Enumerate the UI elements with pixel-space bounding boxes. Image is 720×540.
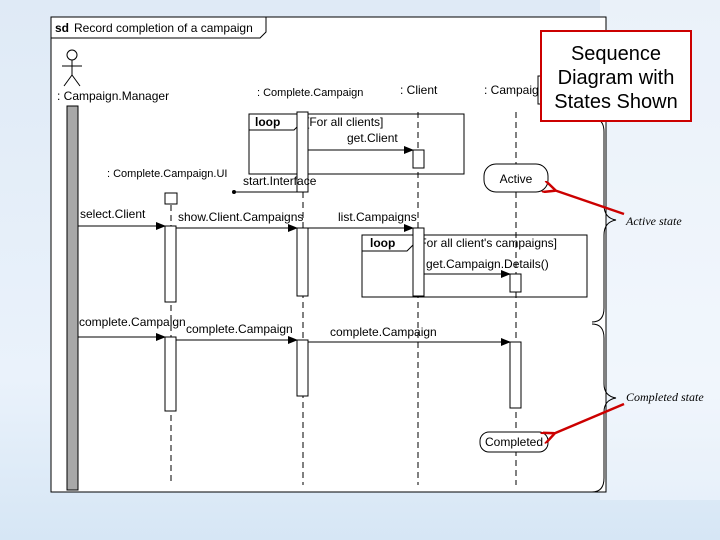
loop-guard-1: [For all clients] <box>306 115 383 129</box>
message-label-get-client: get.Client <box>347 131 398 145</box>
message-label-complete-campaign-3: complete.Campaign <box>330 325 437 339</box>
red-arrow-completed <box>553 402 625 434</box>
loop-keyword-2: loop <box>370 236 395 250</box>
loop-fragment-campaigns <box>361 234 588 298</box>
state-completed-label: Completed <box>485 435 543 449</box>
activation-complete-campaign-1 <box>296 111 309 193</box>
frame-title: Record completion of a campaign <box>74 21 253 35</box>
loop-guard-2: [For all client's campaigns] <box>416 236 557 250</box>
message-start-interface-end <box>232 190 236 194</box>
activation-campaign-manager <box>66 105 79 491</box>
activation-client-2 <box>412 227 425 297</box>
callout-line-2: Diagram with <box>558 67 675 89</box>
message-label-complete-campaign-1: complete.Campaign <box>79 315 186 329</box>
message-label-list-campaigns: list.Campaigns <box>338 210 417 224</box>
lifeline-label-complete-campaign: : Complete.Campaign <box>257 87 363 99</box>
loop-keyword-1: loop <box>255 115 280 129</box>
message-label-show-client-campaigns: show.Client.Campaigns <box>178 210 303 224</box>
message-label-start-interface: start.Interface <box>243 174 317 188</box>
lifeline-label-campaign: : Campaign <box>484 83 545 97</box>
lifeline-label-campaign-manager: : Campaign.Manager <box>57 89 169 103</box>
annotation-active-state: Active state <box>625 214 682 228</box>
activation-ui-create <box>164 192 178 205</box>
activation-ui-1 <box>164 225 177 303</box>
message-label-get-campaign-details: get.Campaign.Details() <box>426 257 549 271</box>
callout-line-3: States Shown <box>554 91 677 113</box>
lifeline-label-client: : Client <box>400 83 438 97</box>
activation-ui-2 <box>164 336 177 412</box>
brace-completed <box>591 323 617 493</box>
callout-box <box>540 30 692 122</box>
message-label-select-client: select.Client <box>80 207 146 221</box>
activation-complete-campaign-3 <box>296 339 309 397</box>
actor-icon <box>62 49 82 87</box>
lifeline-label-complete-campaign-ui: : Complete.Campaign.UI <box>107 168 227 180</box>
state-active <box>483 163 549 193</box>
diagram-frame <box>50 16 607 493</box>
activation-campaign-2 <box>509 341 522 409</box>
loop-fragment-clients <box>248 113 465 175</box>
activation-complete-campaign-2 <box>296 227 309 297</box>
brace-active <box>591 117 617 323</box>
red-arrow-active <box>554 190 625 216</box>
activation-client-1 <box>412 149 425 169</box>
state-active-label: Active <box>500 172 533 186</box>
frame-tag: sd <box>55 21 69 35</box>
frame-title-tab <box>51 17 267 39</box>
callout-line-1: Sequence <box>571 43 661 65</box>
activation-campaign-1 <box>509 273 522 293</box>
message-label-complete-campaign-2: complete.Campaign <box>186 322 293 336</box>
annotation-completed-state: Completed state <box>626 390 704 404</box>
